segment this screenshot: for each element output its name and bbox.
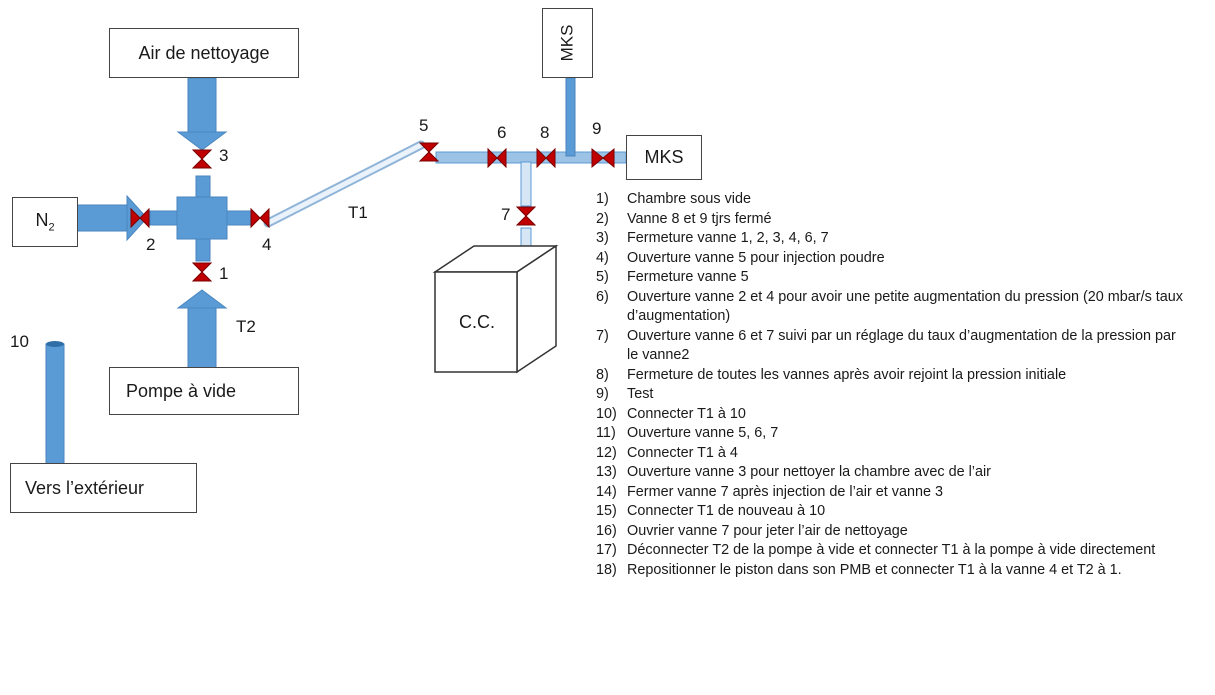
- step-item: 4)Ouverture vanne 5 pour injection poudr…: [596, 249, 885, 266]
- valve-1-label: 1: [219, 264, 229, 283]
- step-item: 3)Fermeture vanne 1, 2, 3, 4, 6, 7: [596, 230, 829, 246]
- step-item: 10)Connecter T1 à 10: [596, 405, 746, 422]
- exhaust-pipe-10: [45, 343, 65, 465]
- valve-3[interactable]: [191, 149, 213, 169]
- air-supply-label: Air de nettoyage: [138, 42, 270, 63]
- tube-t1-label: T1: [348, 203, 368, 222]
- valve-9-label: 9: [592, 119, 602, 138]
- valve-5[interactable]: [418, 142, 440, 162]
- step-item: 6)Ouverture vanne 2 et 4 pour avoir une …: [596, 288, 1183, 325]
- valve-7[interactable]: [515, 206, 537, 226]
- valve-8-label: 8: [540, 123, 550, 142]
- step-item: 15) Connecter T1 de nouveau à 10: [596, 503, 826, 519]
- air-pipe-arrow: [176, 77, 228, 151]
- tube-t2-label: T2: [236, 317, 256, 336]
- air-supply-box: Air de nettoyage: [109, 28, 299, 78]
- n2-label: N2: [35, 210, 55, 234]
- step-item: 16)Ouvrier vanne 7 pour jeter l’air de n…: [596, 522, 908, 539]
- exterior-label: Vers l’extérieur: [25, 477, 145, 498]
- step-item: 8)Fermeture de toutes les vannes après a…: [596, 366, 1067, 383]
- pipe-10-label: 10: [10, 332, 29, 351]
- valve-5-label: 5: [419, 116, 429, 135]
- valve-2[interactable]: [130, 207, 150, 229]
- valve-6[interactable]: [487, 147, 507, 169]
- tube-t1: [263, 140, 426, 228]
- step-item: 11)Ouverture vanne 5, 6, 7: [596, 425, 779, 441]
- step-item: 1)Chambre sous vide: [596, 191, 751, 207]
- valve-6-label: 6: [497, 123, 507, 142]
- procedure-steps: 1)Chambre sous vide 2)Vanne 8 et 9 tjrs …: [596, 190, 1215, 580]
- step-item: 7)Ouverture vanne 6 et 7 suivi par un ré…: [596, 327, 1176, 364]
- combustion-chamber: [432, 244, 559, 374]
- n2-supply-box: N2: [12, 197, 78, 247]
- valve-4-label: 4: [262, 235, 272, 254]
- mks-right-label: MKS: [644, 147, 684, 167]
- valve-2-label: 2: [146, 235, 156, 254]
- pump-pipe-arrow: [176, 289, 228, 369]
- step-item: 14)Fermer vanne 7 après injection de l’a…: [596, 483, 943, 500]
- valve-9[interactable]: [591, 147, 615, 169]
- cc-label: C.C.: [459, 312, 495, 332]
- step-item: 12)Connecter T1 à 4: [596, 444, 738, 461]
- valve-7-label: 7: [501, 205, 511, 224]
- valve-3-label: 3: [219, 146, 229, 165]
- mks-top-box: MKS: [542, 8, 593, 78]
- step-item: 5)Fermeture vanne 5: [596, 269, 749, 285]
- valve-8[interactable]: [536, 147, 556, 169]
- exhaust-pipe-10-opening: [46, 341, 64, 347]
- exterior-box: Vers l’extérieur: [10, 463, 197, 513]
- mks-right-box: MKS: [626, 135, 702, 180]
- valve-1[interactable]: [191, 262, 213, 282]
- cross-fitting: [149, 175, 252, 262]
- vacuum-pump-label: Pompe à vide: [126, 380, 237, 401]
- vacuum-pump-box: Pompe à vide: [109, 367, 299, 415]
- step-item: 13)Ouverture vanne 3 pour nettoyer la ch…: [596, 464, 991, 480]
- step-item: 2)Vanne 8 et 9 tjrs fermé: [596, 210, 772, 227]
- step-item: 9)Test: [596, 386, 654, 402]
- step-item: 17)Déconnecter T2 de la pompe à vide et …: [596, 542, 1156, 558]
- valve-4[interactable]: [250, 207, 270, 229]
- step-item: 18)Repositionner le piston dans son PMB …: [596, 561, 1122, 578]
- mks-top-label: MKS: [557, 24, 577, 62]
